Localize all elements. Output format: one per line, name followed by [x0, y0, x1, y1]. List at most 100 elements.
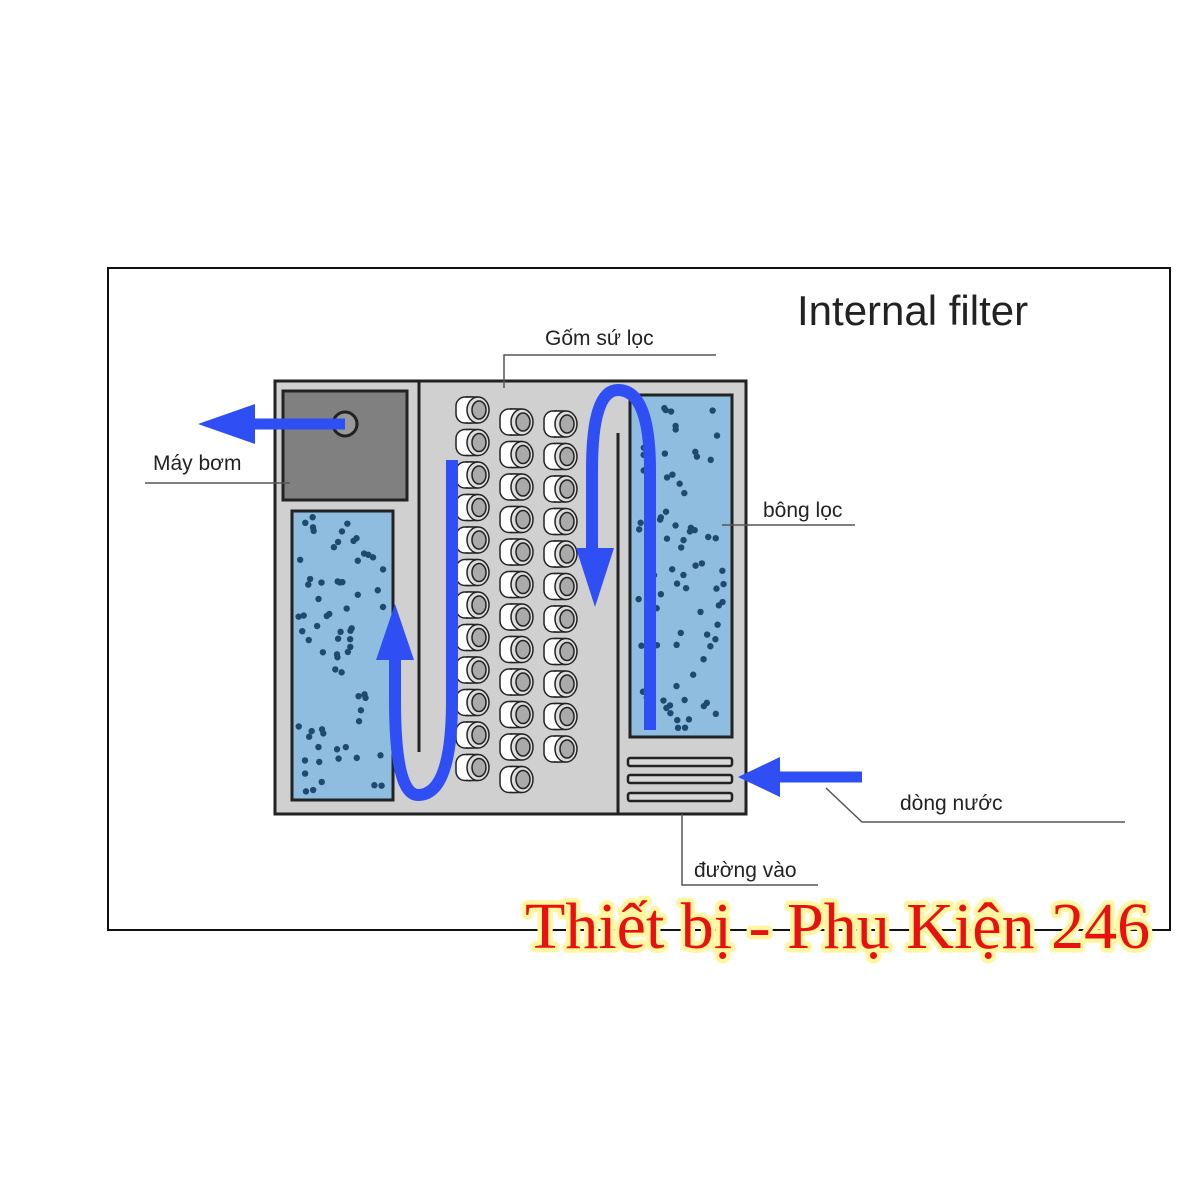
sponge-dot	[700, 702, 708, 710]
sponge-dot	[355, 692, 362, 700]
label-inlet: đường vào	[694, 859, 797, 882]
sponge-dot	[333, 746, 341, 753]
sponge-dot	[662, 406, 669, 414]
sponge-dot	[697, 608, 704, 616]
sponge-dot	[673, 580, 681, 587]
sponge-dot	[338, 528, 346, 535]
sponge-dot	[674, 724, 682, 732]
sponge-dot	[357, 707, 365, 714]
sponge-dot	[700, 655, 707, 663]
sponge-dot	[673, 682, 680, 690]
sponge-dot	[296, 556, 304, 563]
leader-lines	[145, 354, 1125, 886]
sponge-dot	[374, 587, 381, 594]
sponge-dot	[306, 575, 314, 583]
sponge-dot	[378, 782, 385, 789]
sponge-dot	[315, 743, 322, 751]
sponge-dot	[663, 474, 671, 481]
right-flow-arrow-icon	[576, 383, 656, 730]
ceramic-ring	[499, 440, 534, 469]
sponge-dot	[350, 537, 357, 545]
sponge-dot	[365, 551, 372, 559]
sponge-dot	[336, 579, 344, 586]
sponge-dot	[712, 636, 719, 643]
ceramic-ring	[455, 493, 490, 522]
ceramic-ring	[543, 637, 578, 666]
sponge-dot	[315, 595, 322, 603]
ceramic-ring	[543, 605, 578, 633]
sponge-dot	[668, 566, 676, 573]
ceramic-rings	[455, 396, 578, 794]
sponge-dot	[371, 782, 378, 789]
ceramic-ring	[499, 733, 534, 761]
sponge-dot	[309, 786, 317, 794]
ceramic-ring	[543, 475, 578, 503]
sponge-dot	[333, 651, 341, 658]
sponge-dot	[661, 450, 669, 457]
ceramic-ring	[499, 570, 534, 599]
sponge-dot	[709, 407, 716, 414]
sponge-dot	[667, 408, 675, 415]
sponge-dot	[309, 524, 317, 531]
sponge-dot	[330, 544, 338, 551]
sponge-dot	[660, 697, 667, 704]
sponge-dot	[638, 642, 645, 649]
ceramic-ring	[543, 670, 578, 698]
sponge-dot	[337, 628, 344, 636]
sponge-dot	[705, 533, 712, 541]
sponge-dot	[344, 648, 352, 656]
diagram-title: Internal filter	[797, 287, 1028, 334]
sponge-dot	[635, 526, 643, 533]
sponge-dot	[302, 788, 310, 795]
inlet-slots	[626, 756, 734, 803]
sponge-dot	[703, 631, 711, 638]
ceramic-ring	[543, 702, 578, 731]
sponge-dot	[302, 519, 309, 527]
sponge-dot	[669, 471, 676, 478]
sponge-dot	[354, 591, 361, 598]
ceramic-ring	[499, 603, 534, 631]
sponge-dot	[308, 727, 315, 735]
sponge-dot	[719, 598, 726, 606]
sponge-dot	[693, 453, 701, 460]
ceramic-ring	[499, 505, 534, 534]
sponge-dot	[719, 567, 726, 574]
sponge-dot	[712, 534, 719, 542]
ceramic-ring	[455, 656, 490, 684]
sponge-dot	[720, 580, 727, 588]
ceramic-ring	[455, 526, 490, 554]
sponge-dot	[687, 524, 695, 532]
sponge-dot	[667, 709, 674, 717]
ceramic-ring	[543, 572, 578, 601]
sponge-dot	[657, 514, 665, 521]
label-water-flow: dòng nước	[900, 792, 1003, 815]
sponge-dot	[353, 754, 360, 762]
sponge-dot	[305, 581, 312, 588]
sponge-dot	[295, 613, 302, 620]
sponge-dot	[323, 612, 331, 620]
sponge-dot	[318, 778, 325, 786]
ceramic-ring	[543, 507, 578, 536]
sponge-dot	[677, 629, 684, 637]
sponge-dot	[635, 595, 642, 603]
sponge-dot	[369, 554, 377, 561]
pump	[281, 389, 409, 502]
sponge-dot	[707, 456, 714, 464]
ceramic-ring	[499, 635, 534, 664]
flow-arrows	[198, 383, 862, 802]
sponge-dot	[714, 621, 721, 628]
sponge-dot	[713, 432, 721, 439]
ceramic-ring	[543, 410, 578, 438]
sponge-dot	[713, 585, 720, 592]
sponge-dot	[685, 716, 693, 723]
sponge-dot	[682, 584, 690, 592]
ceramic-ring	[499, 538, 534, 566]
sponge-dot	[681, 696, 688, 704]
label-pump: Máy bơm	[153, 452, 241, 475]
sponge-dot	[305, 636, 312, 644]
ceramic-ring	[499, 765, 534, 794]
sponge-dot	[318, 579, 325, 586]
sponge-dot	[689, 671, 697, 678]
sponge-dot	[707, 643, 714, 650]
sponge-dot	[319, 649, 327, 656]
